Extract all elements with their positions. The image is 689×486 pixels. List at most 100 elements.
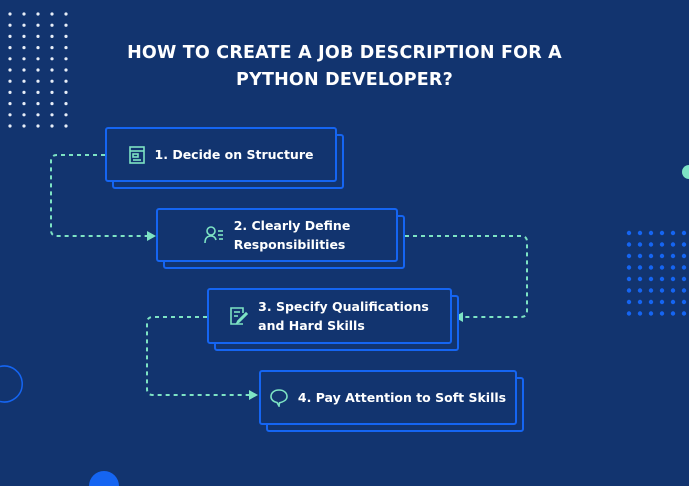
dot (637, 242, 643, 247)
dot (659, 288, 665, 293)
dot (8, 68, 12, 72)
dot (670, 311, 676, 316)
dot (648, 253, 654, 259)
dot (681, 288, 687, 293)
step-label: 1. Decide on Structure (154, 147, 314, 162)
dot (659, 230, 665, 236)
dot (670, 230, 676, 236)
dot-grid-white (8, 12, 68, 128)
connector-3-4 (146, 316, 250, 396)
dot (637, 288, 643, 293)
dot (50, 113, 54, 117)
dot (626, 230, 632, 236)
dot (648, 242, 654, 247)
step-label-line-1: 3. Specify Qualifications (258, 299, 429, 314)
dot (64, 124, 68, 128)
step-label-line-1: 2. Clearly Define (233, 218, 351, 233)
step-label-line-2: Responsibilities (233, 237, 346, 252)
dot (648, 311, 654, 316)
dot (64, 12, 68, 16)
dot (50, 124, 54, 128)
dot (637, 265, 643, 270)
dot (648, 276, 654, 282)
title-line-2: PYTHON DEVELOPER? (236, 70, 453, 90)
dot (659, 311, 665, 316)
person-list-icon (203, 226, 223, 244)
dot (50, 57, 54, 61)
dot (626, 299, 632, 305)
arrow-head-2 (147, 231, 156, 241)
dot (8, 124, 12, 128)
dot (648, 265, 654, 270)
dot (626, 311, 632, 316)
dot (8, 12, 12, 16)
dot (681, 276, 687, 282)
step-4: 4. Pay Attention to Soft Skills (259, 370, 524, 432)
dot (50, 90, 54, 94)
dot (22, 124, 26, 128)
dot (64, 57, 68, 61)
dot (50, 102, 54, 106)
dot (64, 113, 68, 117)
dot (659, 242, 665, 247)
dot (22, 79, 26, 83)
dot (36, 57, 40, 61)
dot (626, 276, 632, 282)
dot (681, 242, 687, 247)
dot (648, 230, 654, 236)
dot (626, 253, 632, 259)
title-line-1: HOW TO CREATE A JOB DESCRIPTION FOR A (127, 43, 562, 63)
dot (648, 288, 654, 293)
step-label: 4. Pay Attention to Soft Skills (297, 390, 507, 405)
dot (8, 90, 12, 94)
dot (648, 299, 654, 305)
dot (36, 79, 40, 83)
dot (36, 34, 40, 39)
dot (670, 276, 676, 282)
dot (659, 299, 665, 305)
dot (50, 46, 54, 50)
dot (50, 68, 54, 72)
dot (659, 276, 665, 282)
arrow-head-4 (249, 390, 258, 400)
dot-grid-blue (626, 230, 687, 316)
dot (64, 46, 68, 50)
dot (22, 46, 26, 50)
dot (8, 79, 12, 83)
dot (8, 23, 12, 27)
dot (22, 102, 26, 106)
dot (64, 90, 68, 94)
dot (8, 34, 12, 39)
dot (670, 299, 676, 305)
dot (670, 253, 676, 259)
dot (50, 12, 54, 16)
dot (50, 23, 54, 27)
dot (626, 265, 632, 270)
dot (22, 113, 26, 117)
step-card: 1. Decide on Structure (105, 127, 337, 182)
outline-circle (0, 365, 23, 403)
dot (22, 90, 26, 94)
dot (64, 68, 68, 72)
dot (50, 79, 54, 83)
dot (36, 90, 40, 94)
dot (64, 79, 68, 83)
dot (36, 124, 40, 128)
connector-2-3 (405, 235, 528, 318)
dot (681, 230, 687, 236)
dot (22, 57, 26, 61)
dot (8, 57, 12, 61)
dot (36, 113, 40, 117)
dot (8, 102, 12, 106)
dot (22, 12, 26, 16)
step-card: 3. Specify Qualifications and Hard Skills (207, 288, 452, 344)
dot (681, 311, 687, 316)
dot (681, 299, 687, 305)
dot (50, 34, 54, 39)
dot (670, 288, 676, 293)
dot (36, 46, 40, 50)
step-label-line-2: and Hard Skills (258, 318, 365, 333)
dot (659, 253, 665, 259)
